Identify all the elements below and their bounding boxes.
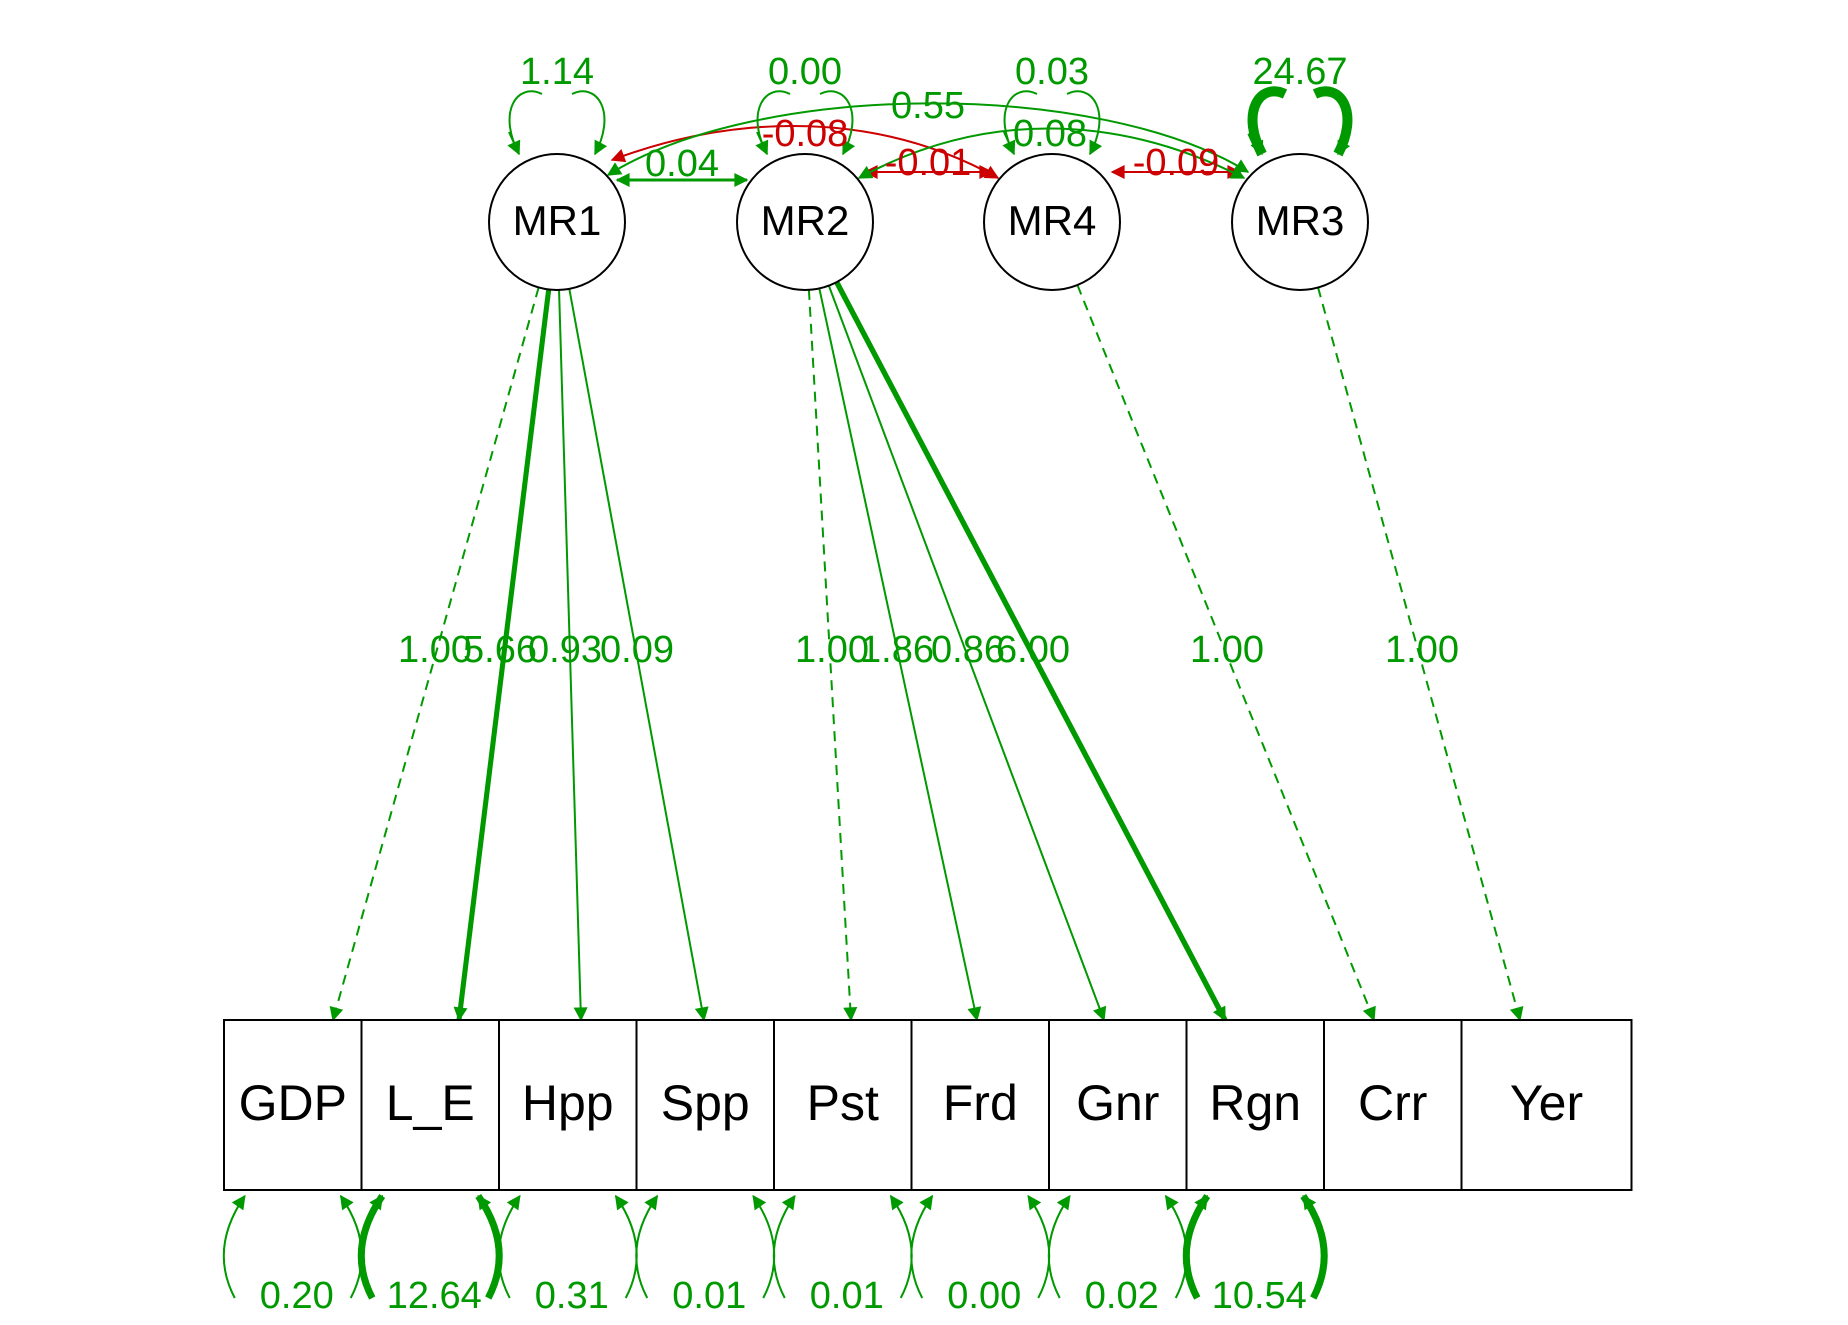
residual-label-pst: 0.01 xyxy=(810,1275,884,1317)
loading-mr1-gdp xyxy=(329,287,540,1022)
residual-label-rgn: 10.54 xyxy=(1212,1275,1307,1317)
variance-layer xyxy=(507,86,1348,157)
variance-label-mr2: 0.00 xyxy=(768,51,842,93)
covariance-label-mr4-mr3: -0.09 xyxy=(1133,142,1220,184)
residual-loop-left-pst xyxy=(772,1194,796,1299)
observed-label-pst: Pst xyxy=(807,1075,879,1131)
residual-loop-left-hpp xyxy=(497,1194,521,1299)
loading-mr3-yer xyxy=(1317,287,1524,1022)
observed-label-hpp: Hpp xyxy=(522,1075,614,1131)
residual-loop-left-frd xyxy=(910,1194,934,1299)
loading-mr2-frd xyxy=(818,288,982,1022)
variance-loop-mr1 xyxy=(508,90,605,154)
observed-label-l_e: L_E xyxy=(386,1075,475,1131)
residual-loop-right-rgn xyxy=(1300,1194,1328,1300)
latent-label-mr2: MR2 xyxy=(761,197,850,244)
loading-label-mr1-spp: 0.09 xyxy=(600,629,674,671)
residual-loop-left-gdp xyxy=(222,1194,246,1299)
loading-mr1-l_e xyxy=(453,289,552,1022)
residual-loop-right-pst xyxy=(889,1194,913,1299)
label-layer: 0.04 -0.01 -0.09 -0.08 0.08 0.55 1.14 0.00 0.03 2… xyxy=(260,51,1459,1317)
loading-mr4-crr xyxy=(1076,284,1376,1022)
loading-label-mr2-frd: 1.86 xyxy=(860,629,934,671)
observed-variables: GDP L_E Hpp Spp Pst Frd Gnr Rgn Crr Yer xyxy=(223,1019,1633,1191)
observed-label-spp: Spp xyxy=(661,1075,750,1131)
covariance-layer xyxy=(606,102,1250,187)
covariance-mr1-mr3 xyxy=(606,102,1250,176)
loading-label-mr2-pst: 1.00 xyxy=(795,629,869,671)
variance-label-mr3: 24.67 xyxy=(1252,51,1347,93)
observed-label-yer: Yer xyxy=(1510,1075,1583,1131)
loading-layer xyxy=(329,280,1524,1022)
latent-node-mr2 xyxy=(736,153,874,291)
variance-arrowhead-mr2 xyxy=(755,131,769,156)
covariance-label-mr2-mr3: 0.08 xyxy=(1013,113,1087,155)
covariance-label-mr1-mr3: 0.55 xyxy=(891,85,965,127)
loading-label-mr3-yer: 1.00 xyxy=(1385,629,1459,671)
latent-factors: MR1 MR2 MR4 MR3 xyxy=(488,153,1369,291)
residual-label-frd: 0.00 xyxy=(947,1275,1021,1317)
covariance-label-mr1-mr2: 0.04 xyxy=(645,143,719,185)
residual-loop-left-l_e xyxy=(357,1194,386,1300)
variance-loop-mr3 xyxy=(1247,86,1348,154)
latent-node-mr4 xyxy=(983,153,1121,291)
loading-mr2-rgn xyxy=(834,280,1228,1022)
latent-label-mr1: MR1 xyxy=(513,197,602,244)
variance-arrowhead-mr3 xyxy=(1247,129,1267,157)
residual-loop-left-spp xyxy=(635,1194,659,1299)
residual-layer xyxy=(222,1194,1328,1300)
residual-label-spp: 0.01 xyxy=(672,1275,746,1317)
loading-label-mr1-gdp: 1.00 xyxy=(398,629,472,671)
residual-loop-right-spp xyxy=(752,1194,776,1299)
latent-label-mr3: MR3 xyxy=(1256,197,1345,244)
variance-label-mr4: 0.03 xyxy=(1015,51,1089,93)
variance-arrowhead-mr4 xyxy=(1002,131,1016,156)
loading-mr1-hpp xyxy=(558,289,588,1022)
residual-loop-right-frd xyxy=(1027,1194,1051,1299)
covariance-label-mr1-mr4: -0.08 xyxy=(762,113,849,155)
loading-label-mr4-crr: 1.00 xyxy=(1190,629,1264,671)
residual-loop-right-l_e xyxy=(475,1194,503,1300)
observed-box-yer xyxy=(1460,1019,1633,1191)
loading-label-mr2-gnr: 0.86 xyxy=(931,629,1005,671)
loading-label-mr2-rgn: 6.00 xyxy=(996,629,1070,671)
observed-label-gdp: GDP xyxy=(239,1075,347,1131)
residual-label-gnr: 0.02 xyxy=(1085,1275,1159,1317)
loading-label-mr1-l_e: 5.66 xyxy=(463,629,537,671)
variance-label-mr1: 1.14 xyxy=(520,51,594,93)
residual-label-l_e: 12.64 xyxy=(387,1275,482,1317)
covariance-mr2-mr3 xyxy=(857,127,1246,179)
covariance-label-mr2-mr4: -0.01 xyxy=(885,142,972,184)
loading-mr2-pst xyxy=(807,289,858,1022)
loading-mr2-gnr xyxy=(827,285,1107,1022)
observed-label-gnr: Gnr xyxy=(1076,1075,1159,1131)
observed-label-rgn: Rgn xyxy=(1209,1075,1301,1131)
latent-node-mr3 xyxy=(1231,153,1369,291)
covariance-mr1-mr4 xyxy=(610,125,1000,179)
loading-mr1-spp xyxy=(568,288,709,1022)
residual-loop-left-gnr xyxy=(1047,1194,1071,1299)
latent-label-mr4: MR4 xyxy=(1008,197,1097,244)
observed-label-crr: Crr xyxy=(1358,1075,1427,1131)
residual-label-gdp: 0.20 xyxy=(260,1275,334,1317)
residual-loop-left-rgn xyxy=(1182,1194,1211,1300)
loading-label-mr1-hpp: 0.93 xyxy=(528,629,602,671)
residual-label-hpp: 0.31 xyxy=(535,1275,609,1317)
latent-node-mr1 xyxy=(488,153,626,291)
variance-arrowhead-mr1 xyxy=(507,131,521,156)
observed-label-frd: Frd xyxy=(943,1075,1018,1131)
residual-loop-right-hpp xyxy=(614,1194,638,1299)
